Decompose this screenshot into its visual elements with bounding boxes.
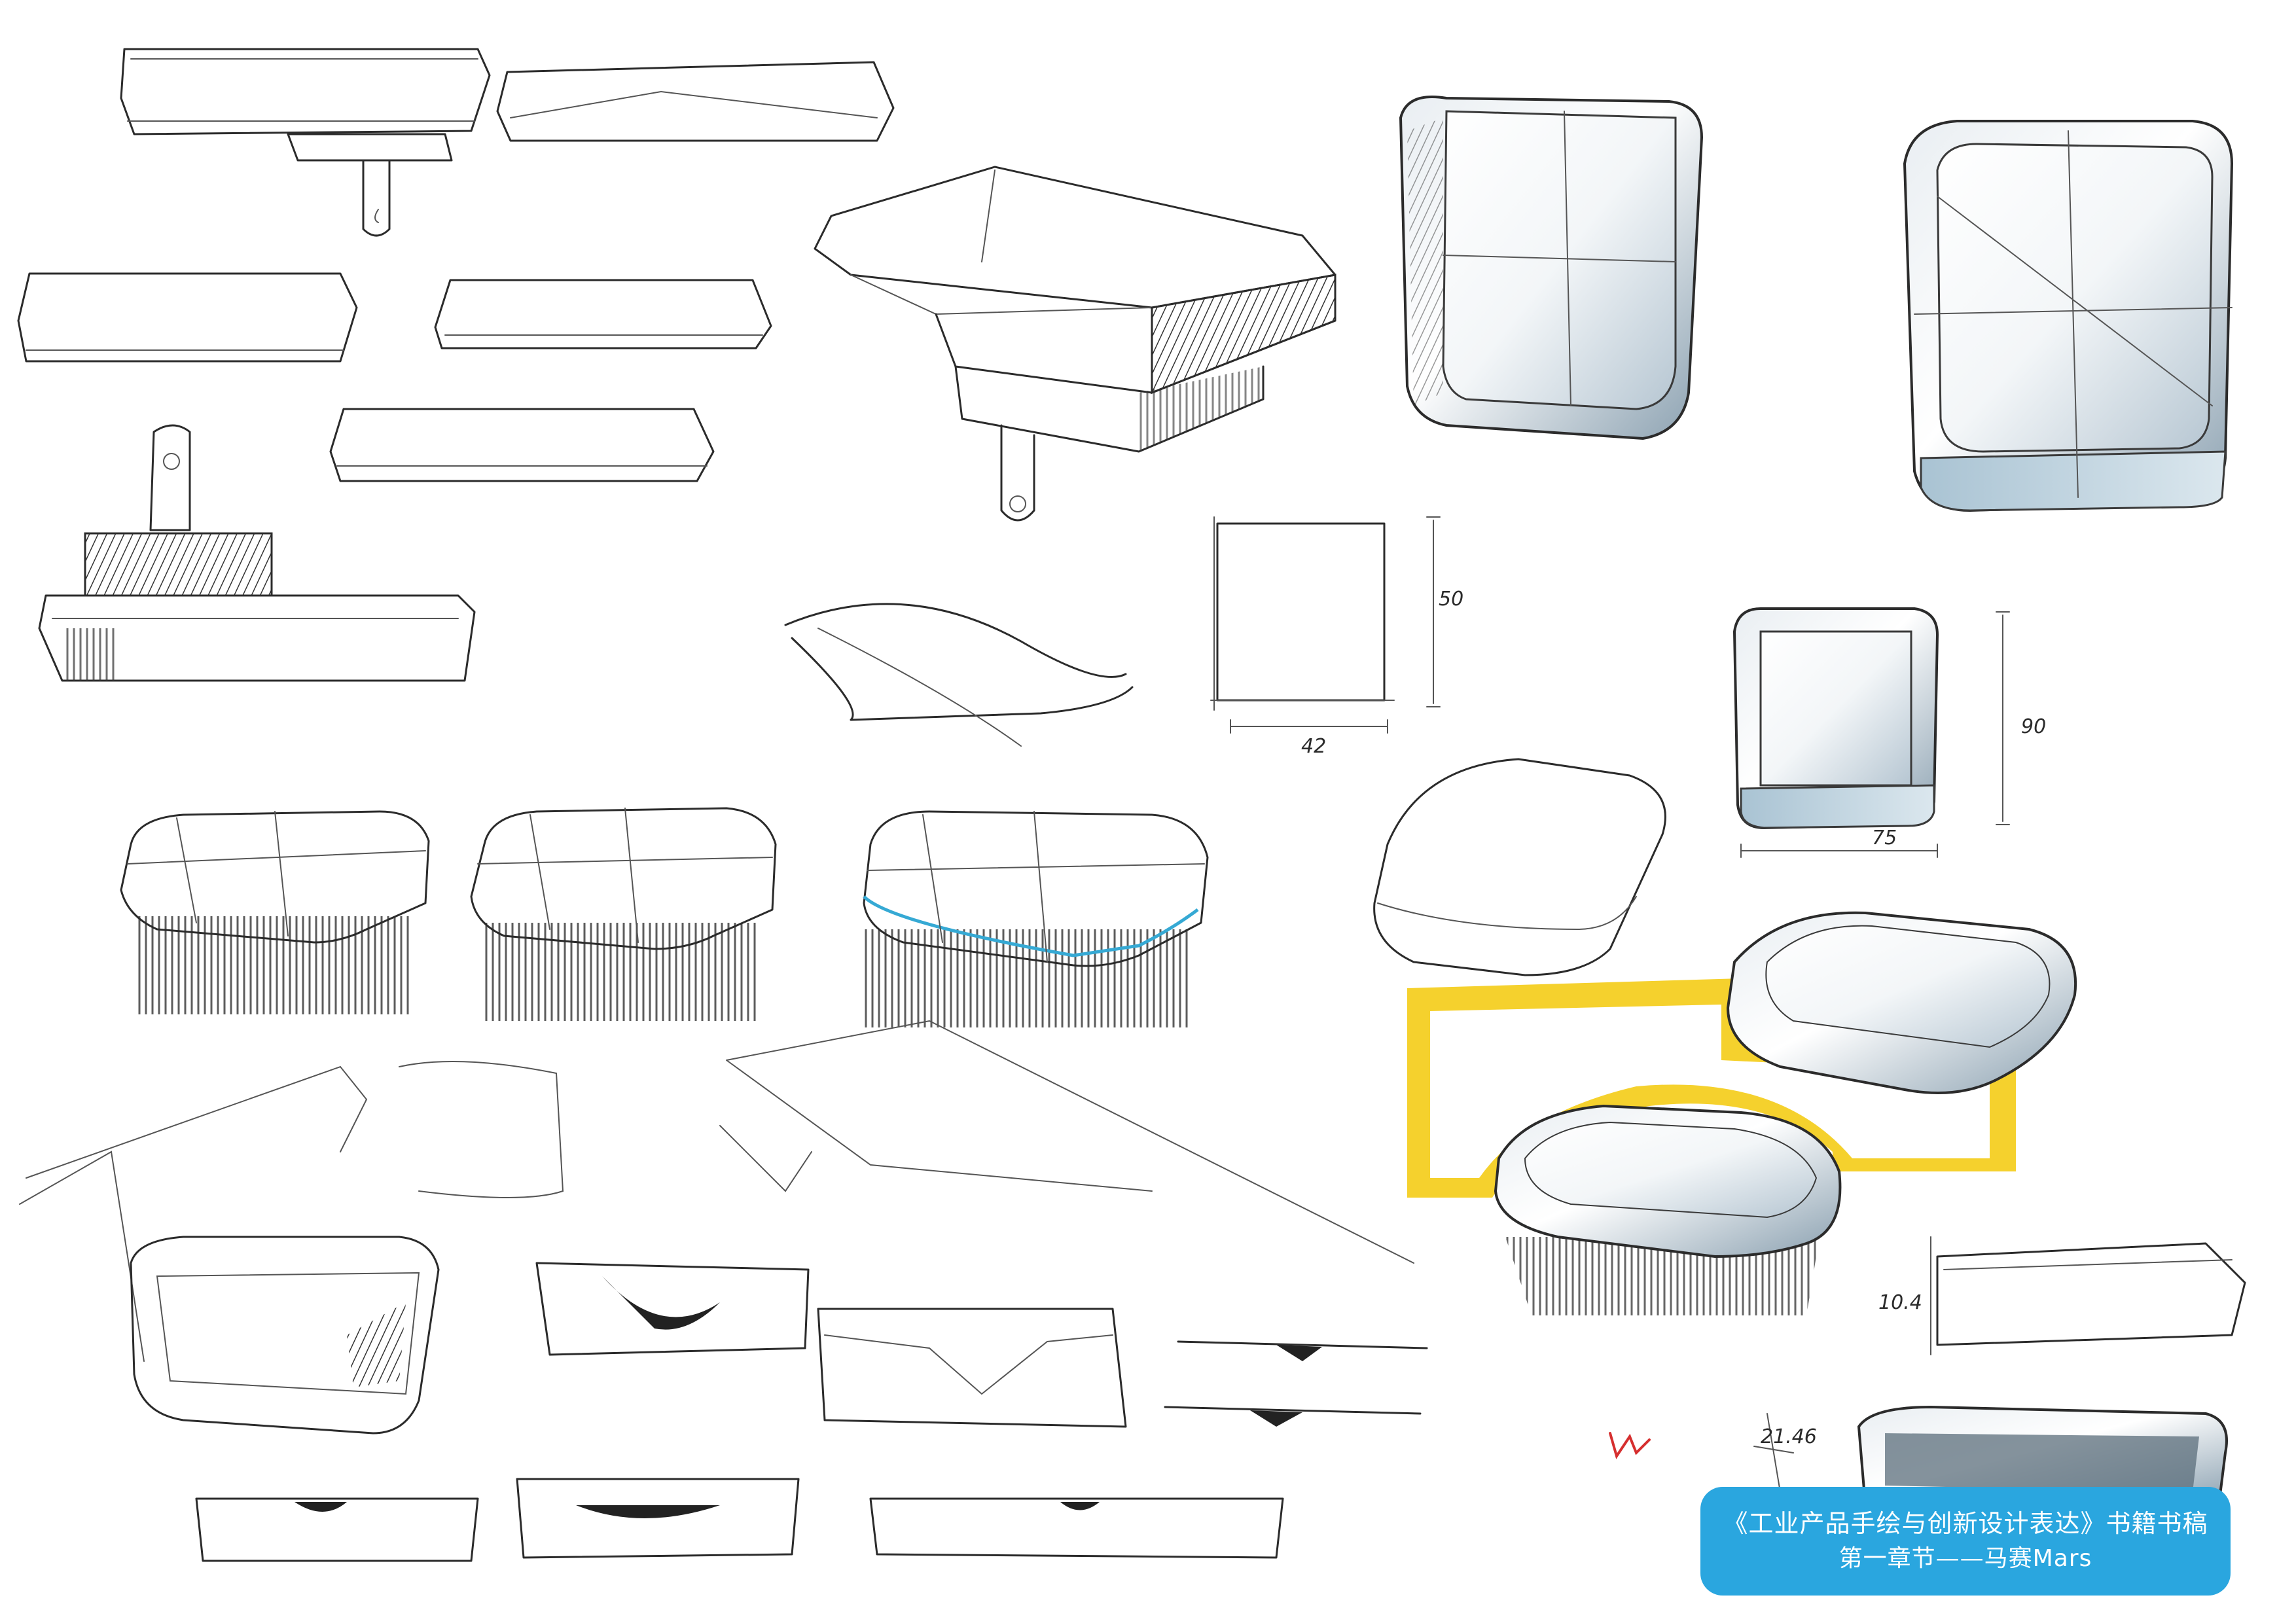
sketch-curve-study — [784, 603, 1134, 747]
sketch-pebble-outline — [1373, 758, 1666, 976]
render-slab-partial: 21.46 — [1753, 1405, 2228, 1507]
sketch-plug-side-top — [496, 61, 895, 142]
sketch-box-3-accent — [863, 810, 1209, 1027]
sketch-plug-3d — [814, 166, 1336, 522]
sketch-tray-perspective — [130, 1236, 440, 1435]
sketch-bar-left — [17, 272, 358, 363]
dim-lower-right-label: 10.4 — [1878, 1291, 1922, 1314]
render-pebble-lower — [1494, 1104, 1842, 1315]
caption-subtitle: 第一章节——马赛Mars — [1839, 1545, 2092, 1572]
dim-rounded-height-label: 90 — [2021, 715, 2046, 738]
sketch-plug-flat-top — [120, 48, 491, 237]
dim-angle-label: 21.46 — [1761, 1425, 1817, 1448]
caption-title: 《工业产品手绘与创新设计表达》书籍书稿 — [1723, 1509, 2208, 1538]
render-pebble-upper — [1726, 911, 2077, 1094]
dim-square-width-label: 42 — [1301, 735, 1326, 758]
yellow-marker-block — [1407, 978, 2016, 1198]
sketch-sections — [195, 1262, 1428, 1562]
red-pen-mark — [1609, 1432, 1651, 1459]
sketch-plug-side-bottom — [38, 424, 476, 682]
sketch-perspective-lines — [19, 1020, 1414, 1362]
render-square-front-right — [1903, 120, 2234, 512]
sketch-slab-dimensioned: 10.4 — [1878, 1236, 2246, 1355]
caption-banner: 《工业产品手绘与创新设计表达》书籍书稿 第一章节——马赛Mars — [1700, 1487, 2231, 1596]
sketch-bar-mid — [434, 279, 772, 349]
render-rounded-square-dimensioned: 75 90 — [1732, 607, 2046, 858]
dim-rounded-width-label: 75 — [1872, 827, 1897, 849]
dimension-square: 50 42 — [1210, 516, 1463, 758]
sketch-box-1 — [120, 810, 430, 1014]
sketch-bar-lower — [329, 408, 715, 482]
sketch-box-2 — [470, 807, 777, 1021]
dim-square-height-label: 50 — [1439, 588, 1463, 611]
render-square-front-left — [1399, 96, 1704, 440]
